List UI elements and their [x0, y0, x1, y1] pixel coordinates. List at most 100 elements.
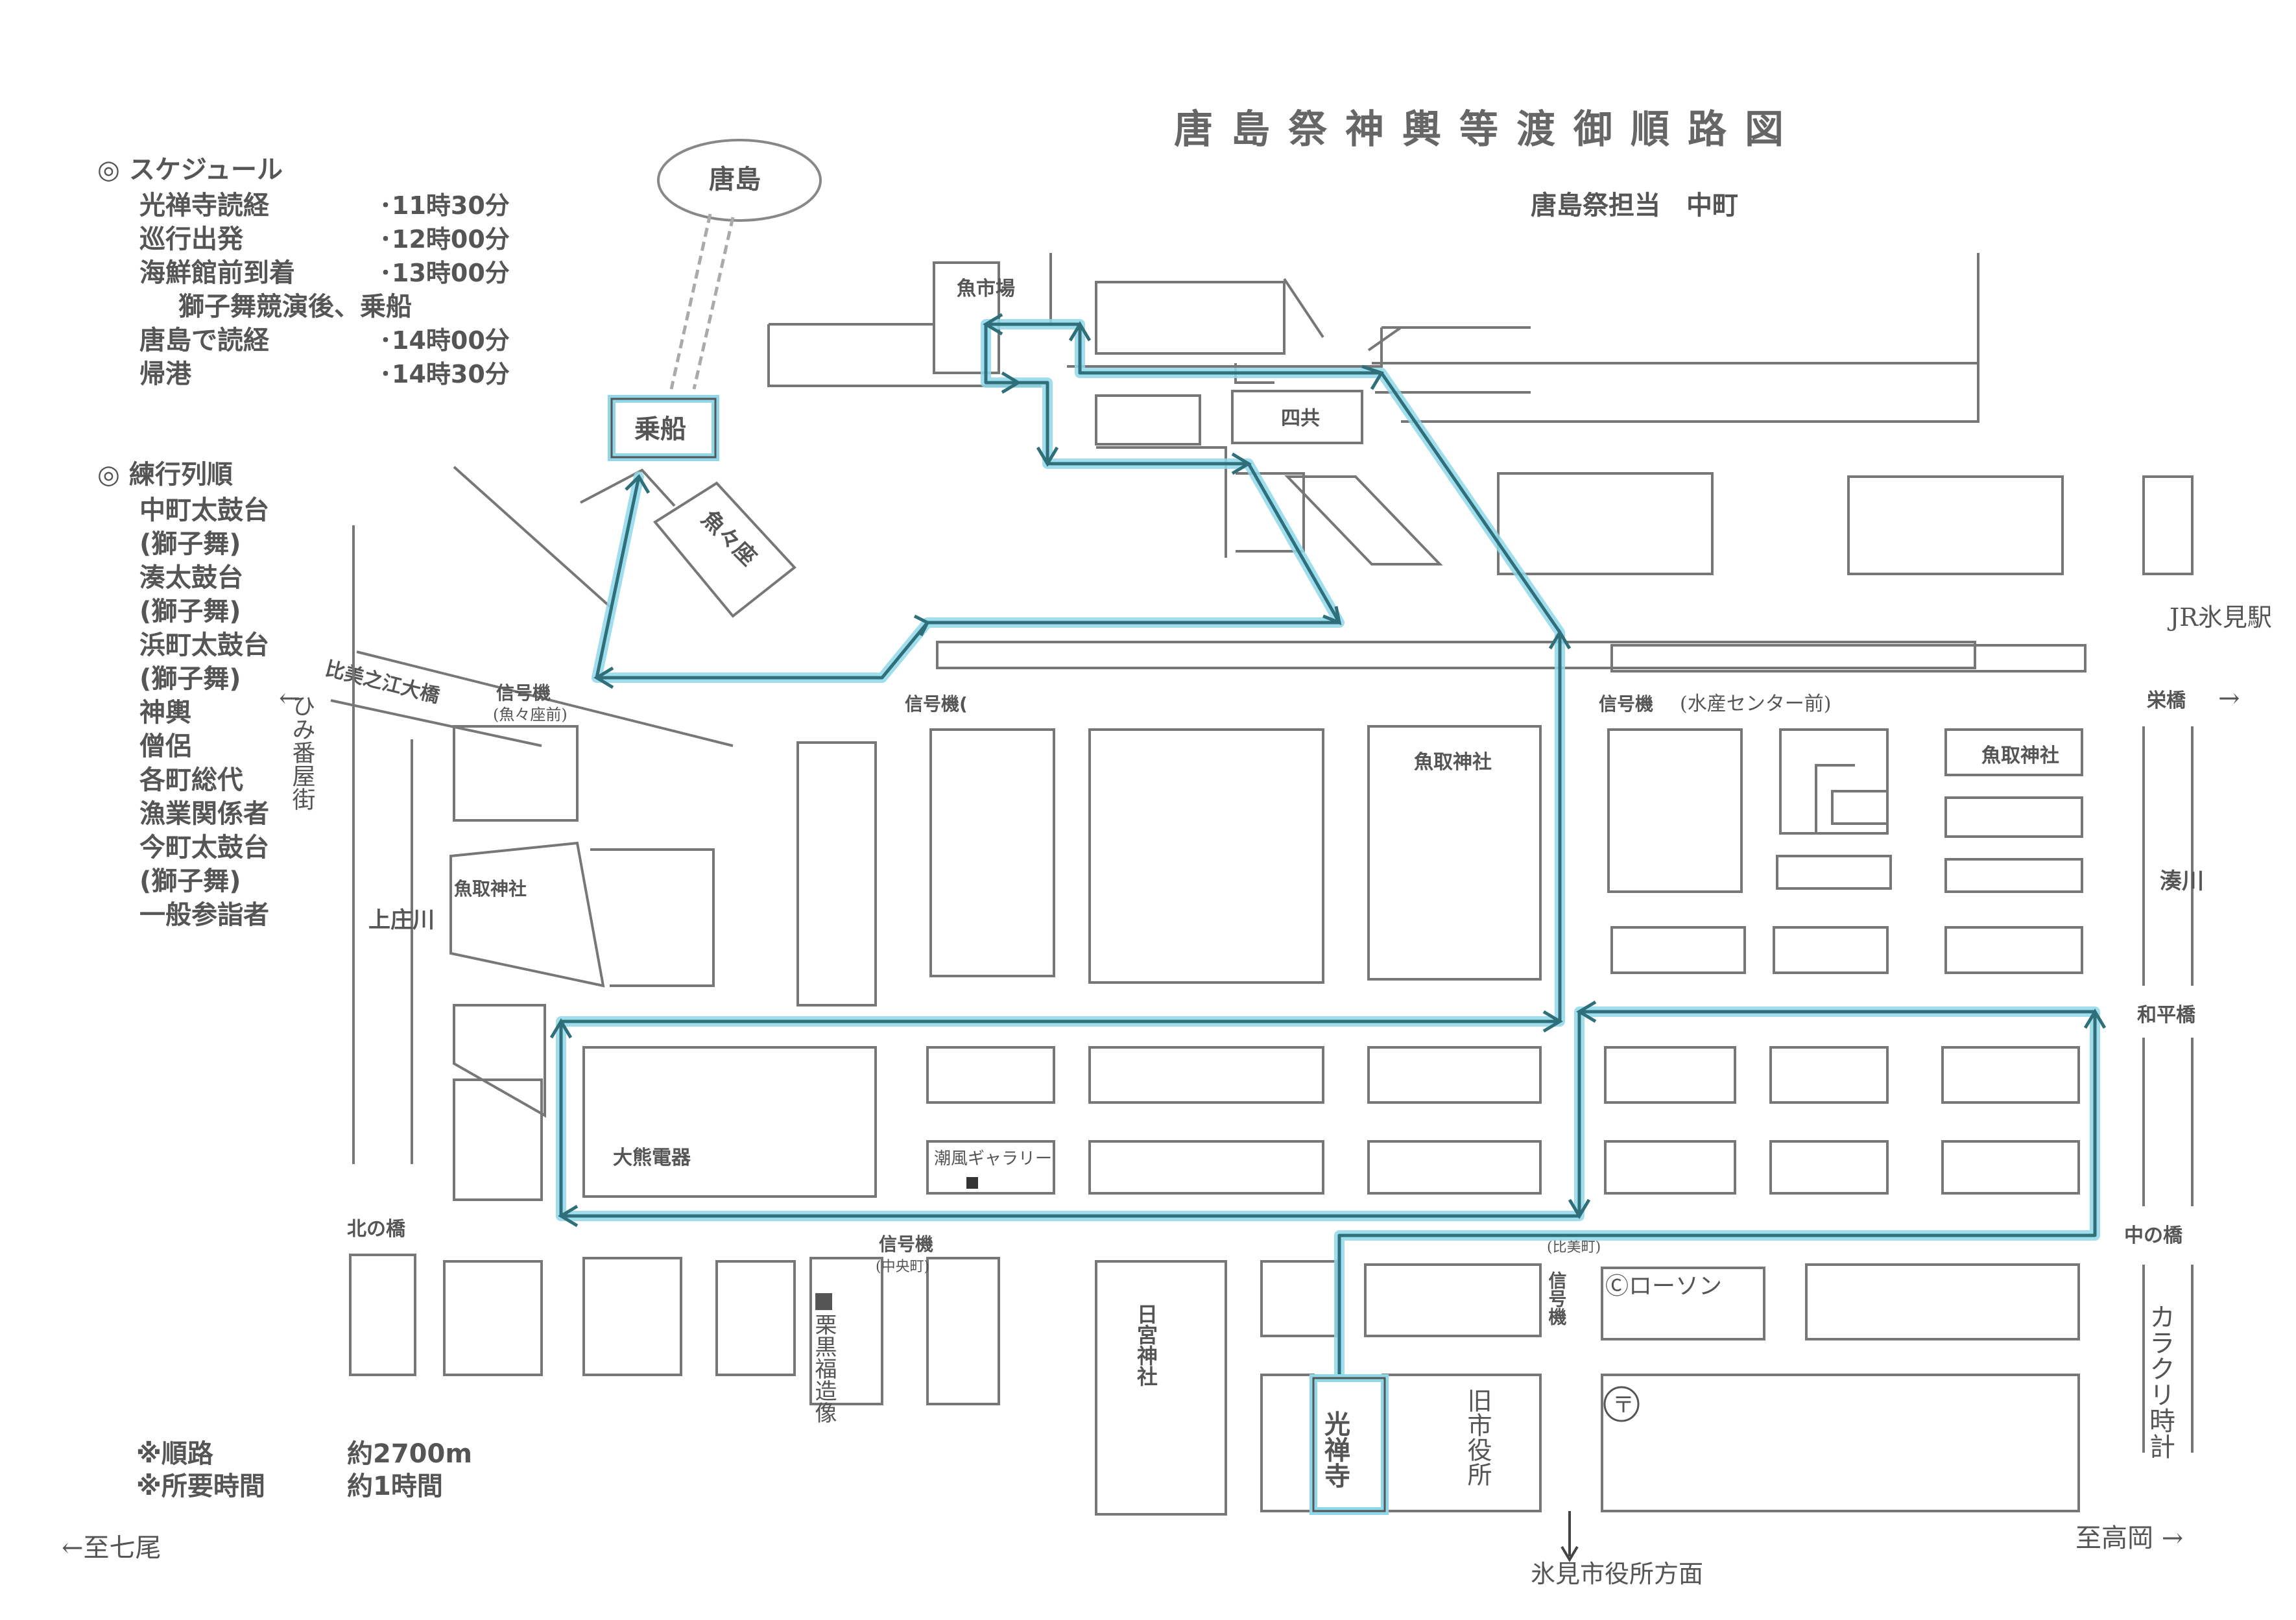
to-nanao-label: ←至七尾: [62, 1533, 161, 1563]
block: [1941, 1046, 2080, 1104]
block: [453, 1004, 546, 1118]
schedule-label: 海鮮館前到着: [139, 258, 295, 288]
boat-route-line: [669, 213, 712, 390]
nakanohashi-label: 中の橋: [2124, 1224, 2183, 1247]
signal-label: 信号機: [1546, 1271, 1568, 1326]
karakuri-clock-label: カラクリ時計: [2145, 1304, 2175, 1459]
himiya-shrine-label: 日宮神社: [1134, 1304, 1158, 1387]
signal-note: (中央町): [876, 1259, 929, 1275]
schedule-time: ･11時30分: [379, 191, 510, 220]
block: [1095, 281, 1286, 355]
old-city-hall-label: 旧市役所: [1463, 1388, 1492, 1486]
procession-order: ◎ 練行列順 中町太鼓台 (獅子舞) 湊太鼓台 (獅子舞) 浜町太鼓台 (獅子舞…: [97, 460, 269, 930]
arrowhead: [1001, 371, 1022, 394]
shiokaze-block: [926, 1140, 1055, 1195]
arrowhead: [1231, 452, 1252, 475]
procession-item: (獅子舞): [139, 597, 241, 626]
himiya-shrine-block: [1095, 1260, 1227, 1516]
city-office-direction-label: 氷見市役所方面: [1531, 1560, 1703, 1588]
wahei-bridge-label: 和平橋: [2137, 1004, 2196, 1027]
block: [453, 725, 579, 822]
block: [453, 1078, 543, 1201]
arrow-down-head: [1561, 1545, 1579, 1562]
block: [796, 741, 877, 1007]
block: [929, 728, 1055, 977]
boarding-point-border: [610, 398, 717, 459]
arrowhead: [983, 313, 1003, 336]
block: [1847, 475, 2064, 575]
block: [1260, 1374, 1315, 1512]
arrow-left-icon: ←: [279, 684, 301, 713]
block: [1367, 1046, 1542, 1104]
map-subtitle: 唐島祭担当 中町: [1531, 191, 1738, 220]
block: [1805, 1263, 2080, 1340]
road-edge: [1367, 326, 1402, 351]
block: [1769, 1140, 1889, 1195]
block: [1236, 472, 1305, 553]
okuma-label: 大熊電器: [613, 1147, 691, 1169]
block: [1779, 728, 1889, 835]
road-edge: [356, 650, 734, 747]
block: [1831, 790, 1889, 825]
arrowhead: [558, 1204, 579, 1228]
procession-item: 湊太鼓台: [139, 563, 243, 593]
block: [1604, 1140, 1736, 1195]
block: [1773, 926, 1889, 974]
procession-route: [559, 322, 2097, 1383]
arrowhead: [1568, 1198, 1591, 1219]
arrowhead: [549, 1018, 573, 1039]
himi-banya-label: ひみ番屋街: [289, 694, 316, 811]
block: [1284, 475, 1443, 566]
river-bank: [2142, 1038, 2194, 1206]
okuma-block: [582, 1046, 877, 1198]
block: [1776, 855, 1892, 890]
boat-route-line: [692, 217, 735, 390]
schedule-label: 唐島で読経: [139, 326, 270, 355]
procession-item: 中町太鼓台: [139, 495, 269, 525]
block: [1604, 1046, 1736, 1104]
procession-heading: ◎ 練行列順: [97, 460, 233, 490]
jr-station-label: JR氷見駅: [2167, 603, 2272, 632]
lawson-label: Ⓒローソン: [1605, 1273, 1722, 1300]
shikyo-block: [1231, 390, 1363, 444]
bridge-label: 比美之江大橋: [323, 658, 442, 708]
schedule-label: 巡行出発: [139, 224, 244, 254]
schedule-time: ･12時00分: [379, 225, 510, 254]
procession-route-highlight: [556, 319, 2100, 1387]
river-bank: [2142, 726, 2194, 986]
procession-item: 神輿: [139, 698, 191, 728]
schedule-label: 光禅寺読経: [139, 191, 270, 220]
uotori-shrine-block: [449, 841, 605, 988]
schedule-time: ･14時30分: [379, 360, 510, 388]
block: [1095, 394, 1201, 446]
karashima-island: [657, 139, 822, 222]
schedule-label: 帰港: [139, 359, 192, 389]
shikyo-label: 四共: [1281, 407, 1320, 430]
procession-item: 今町太鼓台: [139, 833, 269, 863]
arrowhead: [2083, 1008, 2107, 1029]
signal-label: 信号機: [496, 682, 551, 704]
block: [1941, 1140, 2080, 1195]
uotori-shrine-label: 魚取神社: [454, 878, 527, 899]
schedule-time: ･14時00分: [379, 326, 510, 355]
boarding-label: 乗船: [634, 414, 686, 444]
arrowhead: [1036, 446, 1059, 467]
signal-label: 信号機: [879, 1233, 933, 1255]
fukuzo-statue-label: ■栗黒福造像: [811, 1287, 837, 1423]
block: [1088, 728, 1324, 984]
signal-label: 信号機(: [905, 693, 968, 715]
map-title: 唐島祭神輿等渡御順路図: [1174, 107, 1802, 152]
block: [1610, 926, 1746, 974]
signal-note: (比美町): [1547, 1239, 1601, 1256]
schedule-heading: ◎ スケジュール: [97, 155, 283, 185]
block: [582, 1257, 682, 1376]
block: [1364, 1263, 1542, 1337]
kitanohashi-label: 北の橋: [347, 1218, 406, 1241]
block: [936, 641, 1976, 669]
route-length-label: ※順路: [136, 1439, 214, 1469]
procession-item: 漁業関係者: [139, 799, 269, 829]
lawson-block: [1601, 1267, 1765, 1340]
block: [1088, 1046, 1324, 1104]
post-office-block: [1601, 1374, 2080, 1512]
